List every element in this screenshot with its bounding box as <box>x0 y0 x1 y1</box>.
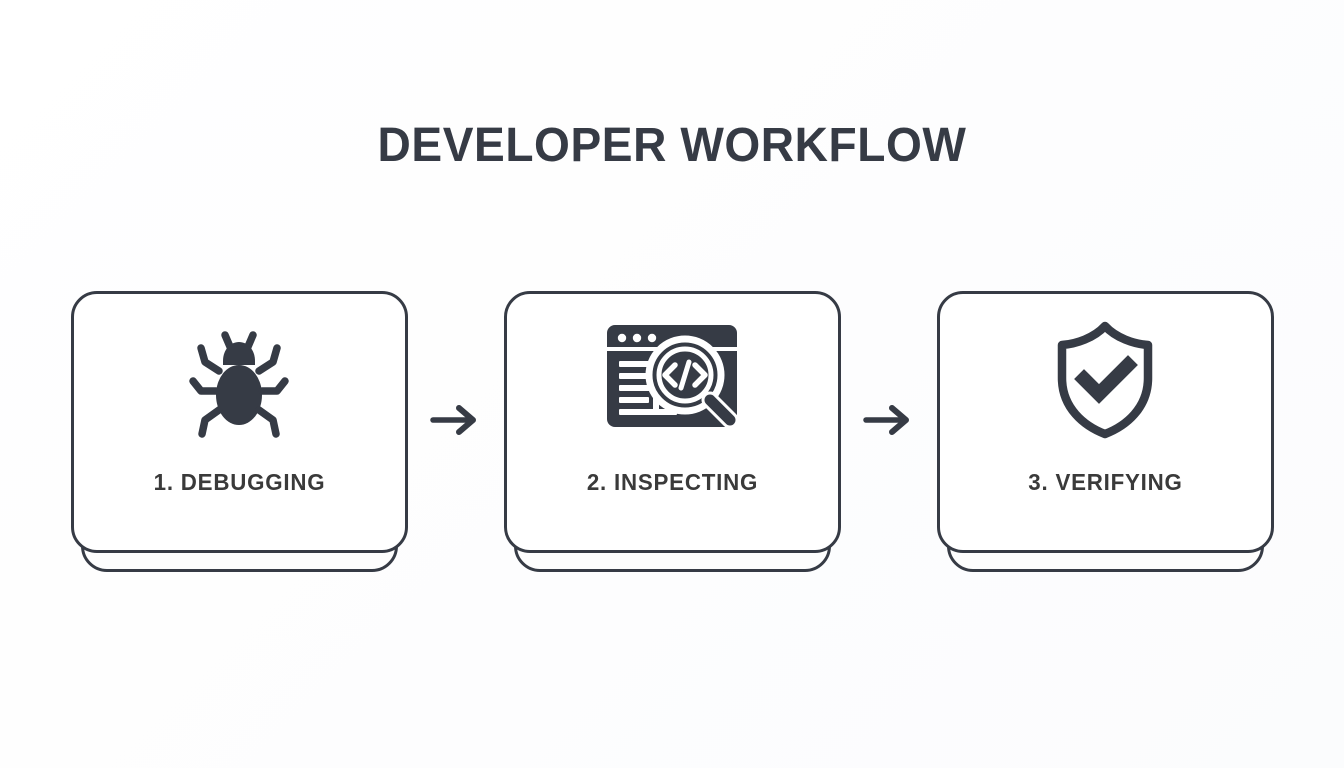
workflow-step-inspecting[interactable]: 2. INSPECTING <box>503 291 841 573</box>
workflow-step-debugging[interactable]: 1. DEBUGGING <box>70 291 408 573</box>
arrow-right-icon <box>862 403 916 442</box>
workflow-row: 1. DEBUGGING <box>0 291 1344 581</box>
code-inspect-icon <box>597 319 747 444</box>
step-icon-slot <box>74 294 405 469</box>
connector-1 <box>408 291 504 553</box>
arrow-right-icon <box>429 403 483 442</box>
step-card[interactable]: 1. DEBUGGING <box>70 291 408 553</box>
step-card[interactable]: 2. INSPECTING <box>503 291 841 553</box>
workflow-step-verifying[interactable]: 3. VERIFYING <box>936 291 1274 573</box>
step-label: 3. VERIFYING <box>1027 469 1183 495</box>
step-icon-slot <box>507 294 838 469</box>
shield-check-icon <box>1050 316 1160 447</box>
page-title: DEVELOPER WORKFLOW <box>377 119 967 172</box>
connector-2 <box>841 291 937 553</box>
bug-icon <box>175 315 303 448</box>
step-card[interactable]: 3. VERIFYING <box>936 291 1274 553</box>
step-label: 1. DEBUGGING <box>153 469 325 495</box>
step-label: 2. INSPECTING <box>586 469 758 495</box>
step-icon-slot <box>940 294 1271 469</box>
